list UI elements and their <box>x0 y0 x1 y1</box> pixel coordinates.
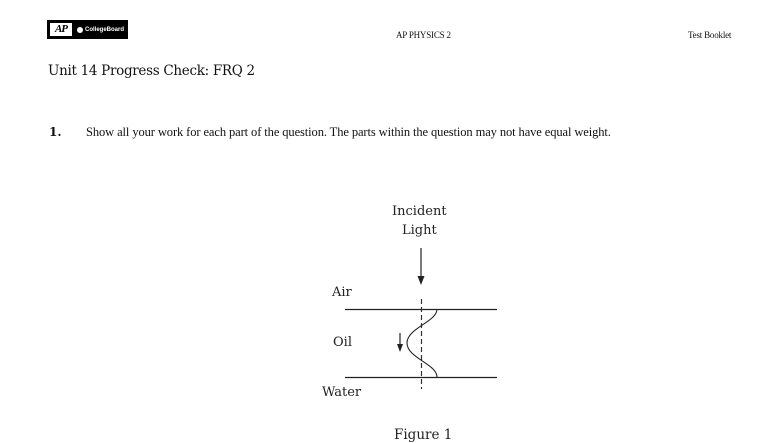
page-title: Unit 14 Progress Check: FRQ 2 <box>48 63 255 79</box>
college-board-wordmark: CollegeBoard <box>77 26 125 33</box>
college-board-text: CollegeBoard <box>85 26 125 33</box>
wave-curve <box>406 308 438 378</box>
incident-label-line2: Light <box>402 223 437 238</box>
acorn-icon <box>77 26 83 33</box>
header-booklet: Test Booklet <box>688 30 732 40</box>
incident-arrow-icon <box>417 248 425 285</box>
phase-arrow-icon <box>397 333 403 352</box>
water-label: Water <box>322 385 362 400</box>
oil-label: Oil <box>333 335 352 350</box>
incident-label-line1: Incident <box>392 204 447 219</box>
air-label: Air <box>332 285 352 300</box>
ap-college-board-logo: AP CollegeBoard <box>47 20 128 39</box>
question-number: 1. <box>49 125 62 139</box>
ap-logo-mark: AP <box>50 23 72 36</box>
figure-caption: Figure 1 <box>394 427 453 443</box>
question-instruction: Show all your work for each part of the … <box>86 125 611 139</box>
header-subject: AP PHYSICS 2 <box>396 30 451 40</box>
